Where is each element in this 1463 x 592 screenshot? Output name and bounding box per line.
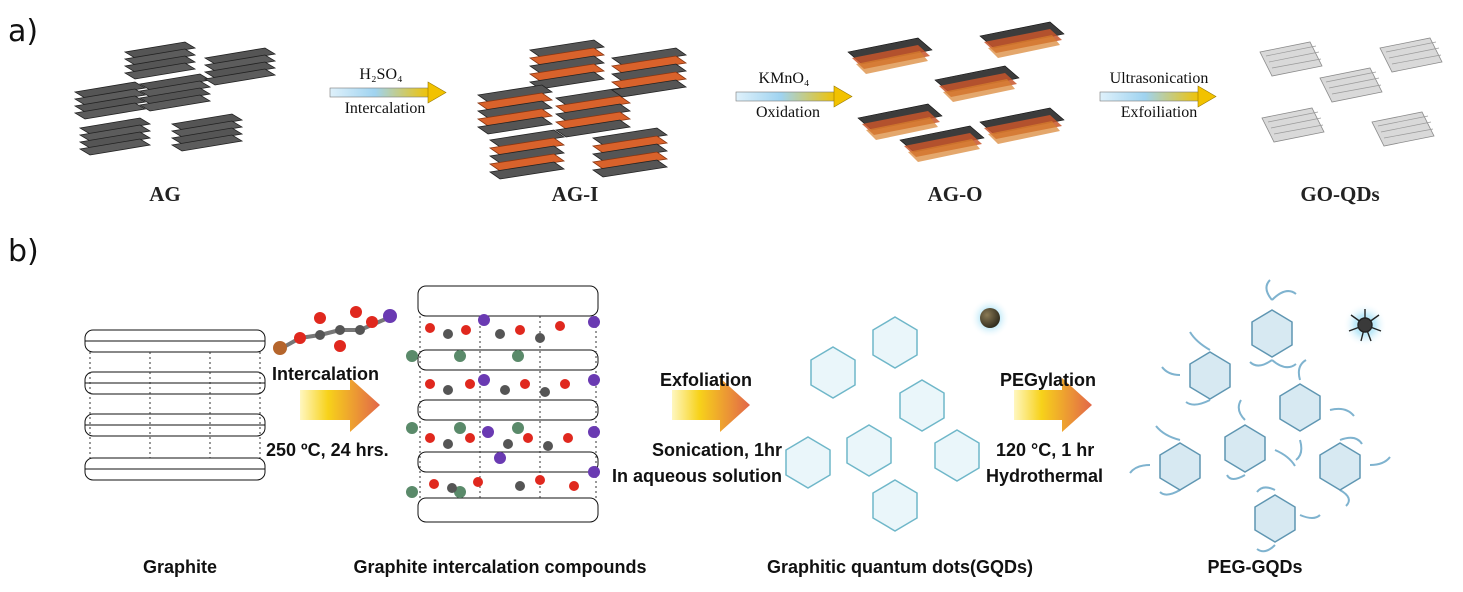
step-a1-process: Intercalation bbox=[344, 100, 426, 117]
arrow-a2-head bbox=[833, 85, 853, 108]
panel-a-label: a) bbox=[8, 14, 39, 49]
gqd-dots bbox=[785, 316, 980, 532]
graphite-layer-block bbox=[84, 329, 266, 481]
arrow-b2 bbox=[672, 378, 750, 432]
panel-b-label: b) bbox=[8, 234, 39, 269]
step-b2-condition-1: Sonication, 1hr bbox=[652, 440, 783, 460]
stage-ag-i-label: AG-I bbox=[551, 182, 599, 206]
arrow-b1 bbox=[300, 378, 380, 432]
stage-ag-label: AG bbox=[149, 182, 181, 206]
intercalation-compound-block bbox=[406, 285, 600, 523]
step-b3-condition-1: 120 °C, 1 hr bbox=[996, 440, 1095, 460]
stage-ag-o-label: AG-O bbox=[927, 182, 983, 206]
arrow-b3 bbox=[1014, 378, 1092, 432]
step-b3-condition-2: Hydrothermal bbox=[986, 466, 1104, 486]
arrow-a3-head bbox=[1197, 85, 1217, 108]
arrow-a3-shaft bbox=[1099, 91, 1201, 102]
step-b2-title: Exfoliation bbox=[660, 370, 753, 390]
stage-gic-label: Graphite intercalation compounds bbox=[353, 557, 647, 577]
stage-graphite-label: Graphite bbox=[142, 557, 217, 577]
peg-gqd-particle-icon bbox=[1348, 309, 1382, 342]
ag-graphite-stacks bbox=[74, 41, 276, 156]
step-b3-title: PEGylation bbox=[1000, 370, 1097, 390]
peg-gqd-dots bbox=[1129, 279, 1391, 553]
arrow-a1-shaft bbox=[329, 87, 431, 98]
stage-peg-gqds-label: PEG-GQDs bbox=[1207, 557, 1303, 577]
step-b2-condition-2: In aqueous solution bbox=[612, 466, 782, 486]
arrow-a1-head bbox=[427, 81, 447, 104]
step-a3-process: Exfoiliation bbox=[1120, 104, 1198, 121]
stage-gqds-label: Graphitic quantum dots(GQDs) bbox=[766, 557, 1033, 577]
arrow-a2-shaft bbox=[735, 91, 837, 102]
ag-i-intercalated-stacks bbox=[477, 39, 687, 180]
intercalant-molecule bbox=[273, 306, 397, 355]
step-b1-title: Intercalation bbox=[272, 364, 380, 384]
gqd-particle-icon bbox=[980, 308, 1000, 328]
stage-go-qds-label: GO-QDs bbox=[1300, 182, 1380, 206]
step-a3-reagent: Ultrasonication bbox=[1109, 70, 1209, 87]
ag-o-oxidized-sheets bbox=[847, 21, 1065, 163]
step-b1-condition: 250 ºC, 24 hrs. bbox=[266, 440, 389, 460]
step-a2-process: Oxidation bbox=[756, 104, 820, 121]
step-a1-reagent: H₂SO₄ bbox=[359, 66, 403, 83]
go-qd-sheets bbox=[1259, 37, 1443, 147]
step-a2-reagent: KMnO₄ bbox=[758, 70, 810, 87]
